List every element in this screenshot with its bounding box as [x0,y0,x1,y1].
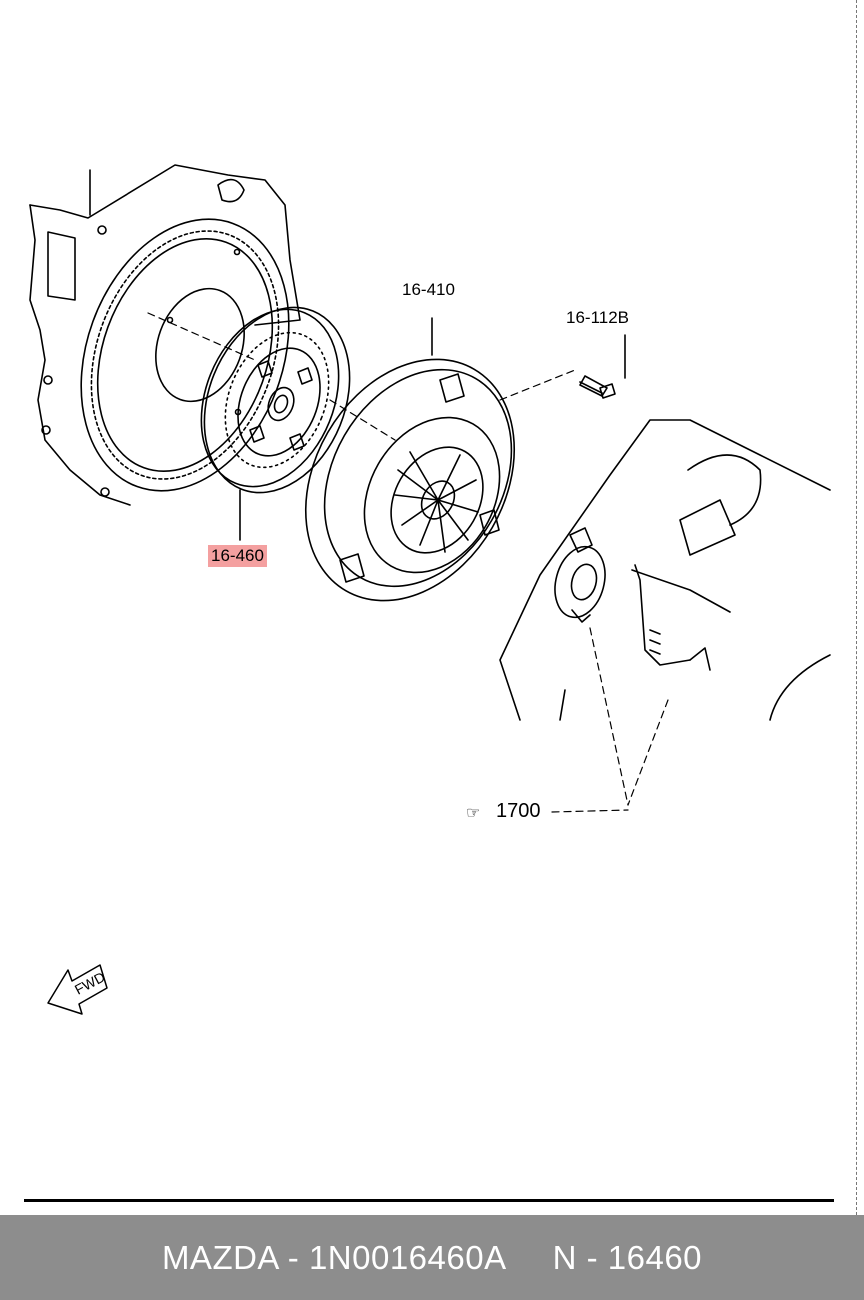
callout-bolt: 16-112B [566,308,630,327]
callout-clutch-cover: 16-410 [402,280,455,299]
release-bearing [554,527,606,623]
release-group-leaders [551,627,669,813]
engine-housing [29,164,301,506]
footer-part-label: MAZDA - 1N0016460A [161,1238,507,1276]
callout-release-group: 1700 [496,800,541,822]
bolt [579,334,626,399]
flywheel [80,218,290,492]
footer-bar: MAZDA - 1N0016460A N - 16460 [0,1215,864,1300]
callout-clutch-disc: 16-460 [208,545,267,567]
fwd-label: FWD [72,969,108,998]
bottom-rule [24,1199,834,1202]
clutch-cover [304,317,516,602]
clutch-disc [200,306,351,541]
assembly-axis [147,312,576,441]
page-edge [856,0,864,1215]
footer-ref-label: N - 16460 [552,1238,703,1276]
release-fork [631,564,731,671]
callout-release-group-symbol: ☞ [466,805,481,822]
fwd-arrow-icon: FWD [47,964,108,1015]
transmission-case [499,419,831,721]
exploded-view-diagram: FWD [29,164,831,1015]
